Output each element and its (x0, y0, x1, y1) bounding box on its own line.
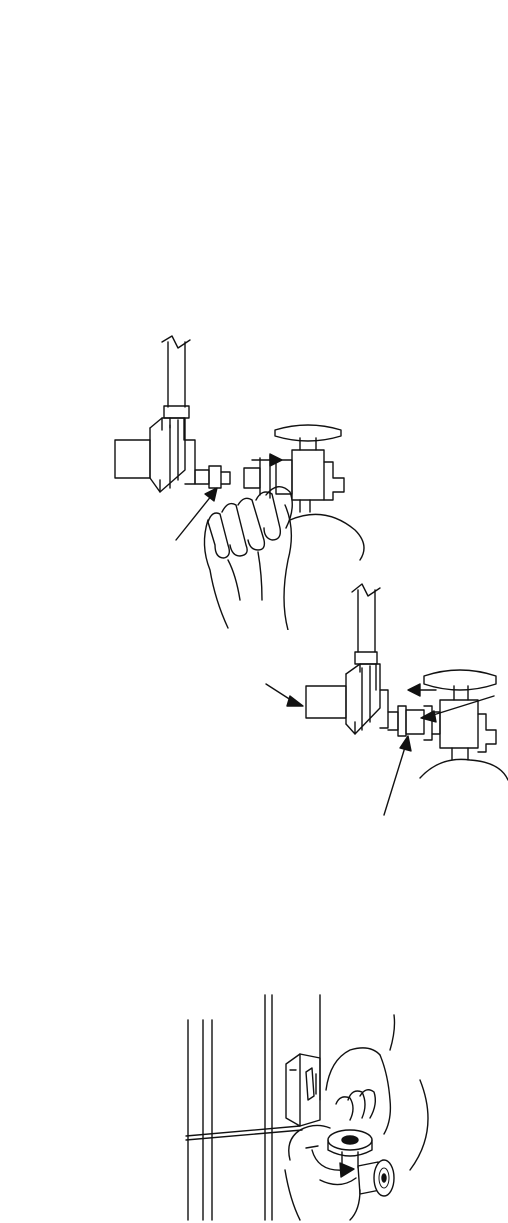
figure-cylinder-mount (0, 985, 508, 1223)
pointer-arrow-nut (384, 736, 411, 815)
mounting-bracket (286, 1054, 320, 1126)
valve-handwheel (328, 1130, 372, 1168)
figure-regulator-connected (0, 580, 508, 820)
figure-cylinder-mount-drawing (0, 985, 508, 1223)
supply-pipe (162, 336, 190, 440)
valve-outlet (358, 1160, 394, 1196)
direction-arrow (252, 454, 282, 466)
cylinder-shoulder (420, 759, 508, 780)
hand (326, 1015, 395, 1134)
cylinder-valve (244, 425, 344, 512)
supply-pipe (352, 584, 380, 690)
figure-regulator-connected-drawing (0, 580, 508, 820)
regulator-body (115, 418, 195, 492)
pol-connector (388, 706, 440, 740)
cylinder-shoulder (290, 514, 364, 560)
pointer-arrow-regulator-vent (266, 684, 303, 706)
pigtail-fitting (195, 466, 230, 488)
